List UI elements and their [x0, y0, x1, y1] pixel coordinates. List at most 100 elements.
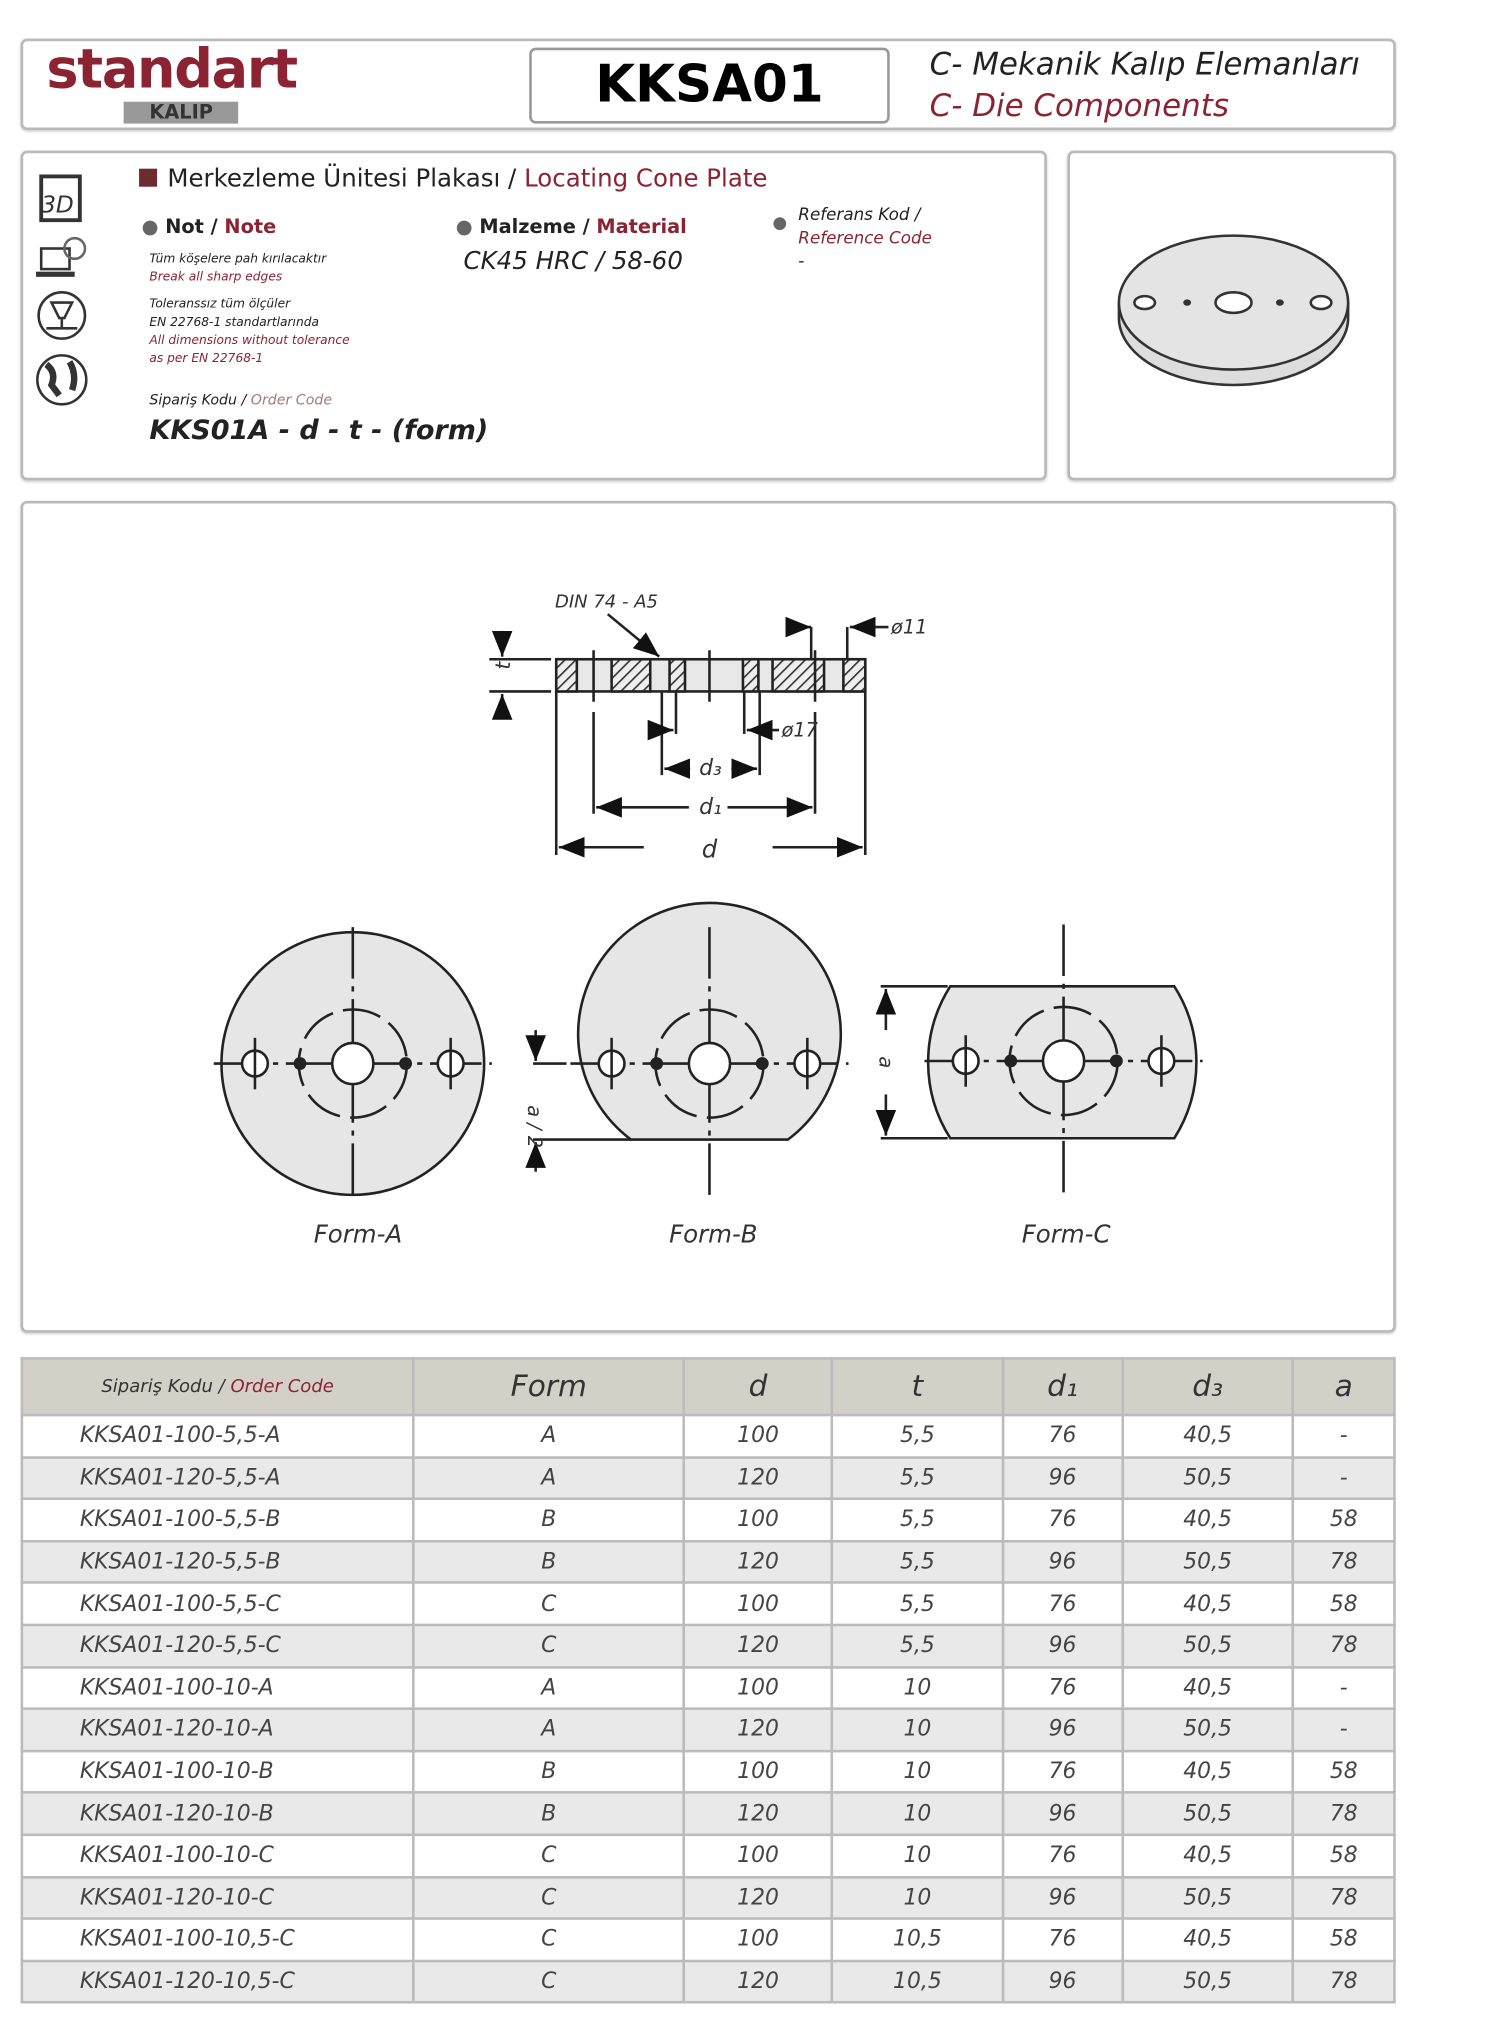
cell-d: 100 [682, 1413, 834, 1459]
technical-drawing: DIN 74 - A5 ø11 ø17 d₃ d₁ d t a / 2 a Fo… [213, 592, 1203, 1249]
cell-d3: 50,5 [1120, 1539, 1295, 1585]
d1-label: d₁ [699, 795, 722, 820]
cell-a: 58 [1291, 1917, 1396, 1962]
cell-t: 10 [830, 1833, 1005, 1878]
cell-order-code: KKSA01-120-10-C [20, 1875, 415, 1920]
center-hole [330, 1041, 375, 1086]
material-value: CK45 HRC / 58-60 [463, 247, 683, 276]
cell-order-code: KKSA01-120-10-A [20, 1707, 415, 1753]
pin-mark [1109, 1054, 1123, 1068]
note-bullet-icon: ● [141, 215, 159, 239]
cell-a: - [1291, 1455, 1396, 1501]
cell-d: 120 [682, 1707, 834, 1753]
pin-mark [399, 1057, 413, 1070]
cell-d: 100 [682, 1497, 834, 1543]
cell-d3: 50,5 [1120, 1791, 1295, 1837]
note-2-en-1: All dimensions without tolerance [149, 333, 350, 348]
col-code-tr: Sipariş Kodu / [101, 1376, 225, 1398]
cell-d1: 96 [1001, 1791, 1124, 1837]
cell-form: B [412, 1749, 686, 1795]
cell-t: 5,5 [830, 1497, 1005, 1543]
cell-order-code: KKSA01-100-5,5-B [20, 1497, 415, 1543]
cell-d3: 40,5 [1120, 1833, 1295, 1878]
order-label-en: Order Code [250, 391, 333, 409]
3d-icon: 3D [39, 174, 82, 223]
cell-d1: 76 [1001, 1917, 1124, 1962]
t-label: t [491, 661, 515, 670]
cell-form: C [412, 1623, 686, 1669]
cell-a: 58 [1291, 1749, 1396, 1795]
reference-label: Referans Kod / Reference Code - [798, 205, 932, 275]
dia17-label: ø17 [781, 719, 819, 742]
tool-icon [37, 290, 87, 340]
cell-d3: 40,5 [1120, 1665, 1295, 1711]
order-table: Sipariş Kodu / Order Code Form d t d₁ d₃… [20, 1357, 1396, 2004]
reference-bullet-icon: ● [772, 213, 788, 234]
cell-d1: 76 [1001, 1497, 1124, 1543]
table-header-row: Sipariş Kodu / Order Code Form d t d₁ d₃… [20, 1357, 1396, 1417]
cell-d1: 96 [1001, 1539, 1124, 1585]
cell-d: 100 [682, 1833, 834, 1878]
note-label-en: Note [224, 215, 277, 239]
cell-d: 100 [682, 1665, 834, 1711]
cell-d: 120 [682, 1539, 834, 1585]
cell-d3: 40,5 [1120, 1581, 1295, 1627]
reference-label-en: Reference Code [798, 229, 932, 249]
material-label-en: Material [596, 215, 687, 239]
globe-icon [36, 354, 88, 406]
cell-t: 10 [830, 1791, 1005, 1837]
cell-a: 78 [1291, 1623, 1396, 1669]
cell-form: C [412, 1959, 686, 2004]
form-b-label: Form-B [669, 1220, 758, 1249]
pin-mark [755, 1057, 769, 1070]
cell-a: 78 [1291, 1539, 1396, 1585]
note-2-tr-2: EN 22768-1 standartlarında [149, 315, 319, 330]
note-2-en-2: as per EN 22768-1 [149, 351, 264, 366]
cell-form: A [412, 1707, 686, 1753]
svg-text:3D: 3D [41, 191, 74, 218]
cell-order-code: KKSA01-100-10-C [20, 1833, 415, 1878]
cell-t: 5,5 [830, 1413, 1005, 1459]
cell-t: 10 [830, 1749, 1005, 1795]
notes: Tüm köşelere pah kırılacaktır Break all … [149, 251, 349, 368]
cell-t: 5,5 [830, 1455, 1005, 1501]
title-bullet-icon [139, 168, 158, 187]
cell-d1: 76 [1001, 1749, 1124, 1795]
form-a-label: Form-A [314, 1220, 402, 1249]
laptop-icon [36, 236, 87, 277]
din-label: DIN 74 - A5 [555, 592, 658, 613]
cell-d1: 76 [1001, 1413, 1124, 1459]
col-form: Form [412, 1357, 686, 1417]
cell-t: 5,5 [830, 1623, 1005, 1669]
category-tr: C- Mekanik Kalıp Elemanları [929, 46, 1360, 83]
product-code: KKSA01 [595, 55, 824, 115]
a-label: a [874, 1056, 897, 1068]
cell-order-code: KKSA01-120-5,5-A [20, 1455, 415, 1501]
cell-t: 10,5 [830, 1917, 1005, 1962]
cell-form: C [412, 1833, 686, 1878]
center-hole [1041, 1039, 1086, 1083]
note-2-tr-1: Toleranssız tüm ölçüler [149, 297, 291, 312]
cell-d1: 96 [1001, 1875, 1124, 1920]
col-d: d [682, 1357, 834, 1417]
cell-d: 100 [682, 1581, 834, 1627]
cell-form: A [412, 1455, 686, 1501]
cell-t: 10 [830, 1665, 1005, 1711]
logo-text: standart [46, 37, 298, 101]
cell-d: 120 [682, 1959, 834, 2004]
col-a: a [1291, 1357, 1396, 1417]
cell-form: C [412, 1581, 686, 1627]
cell-d: 120 [682, 1875, 834, 1920]
pin-mark [650, 1057, 664, 1070]
cell-d3: 50,5 [1120, 1707, 1295, 1753]
cell-d3: 40,5 [1120, 1917, 1295, 1962]
